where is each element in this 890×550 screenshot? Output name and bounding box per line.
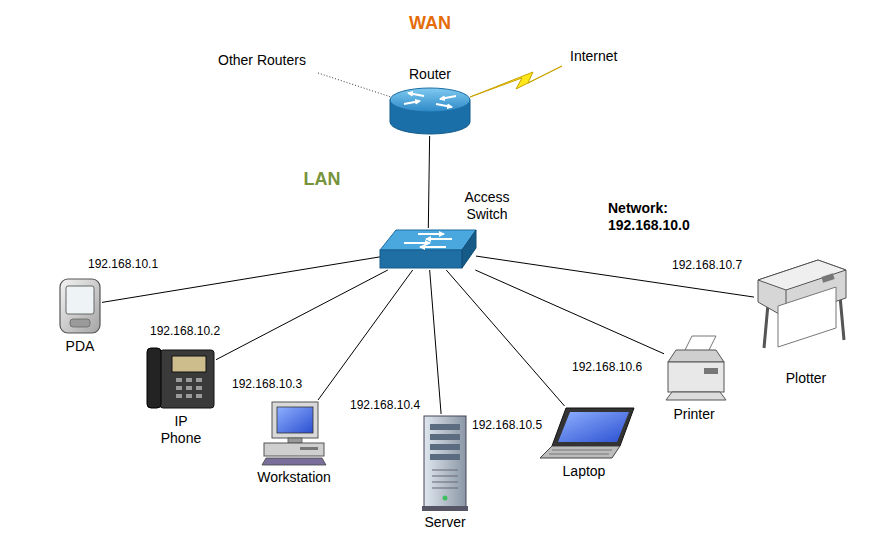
pda-device: PDA <box>58 278 102 334</box>
ip-phone-icon <box>147 348 214 408</box>
workstation-label: Workstation <box>257 469 331 486</box>
plotter: Plotter <box>754 256 848 352</box>
router: Router <box>388 86 472 136</box>
other-routers-label: Other Routers <box>218 52 306 69</box>
network-link <box>318 270 413 400</box>
laptop: Laptop <box>540 406 636 460</box>
network-label: Network: 192.168.10.0 <box>608 200 718 234</box>
network-link <box>216 270 388 360</box>
server: Server <box>420 414 470 512</box>
workstation: Workstation <box>262 400 326 466</box>
plotter-icon <box>758 260 846 348</box>
laptop-label: Laptop <box>563 463 606 480</box>
server-label: Server <box>424 514 465 531</box>
access-switch-label: Access Switch <box>457 189 517 223</box>
ip-address: 192.168.10.3 <box>232 377 302 391</box>
lan-region: LANAccess SwitchPDAIP PhoneWorkstationSe… <box>5 117 885 547</box>
ip-address: 192.168.10.5 <box>472 418 542 432</box>
pda-device-label: PDA <box>66 338 95 355</box>
network-link <box>446 270 564 406</box>
switch-icon <box>380 230 476 268</box>
wan-region-label: WAN <box>409 12 451 34</box>
ip-address: 192.168.10.4 <box>350 398 420 412</box>
router-icon <box>390 88 470 134</box>
ip-address: 192.168.10.7 <box>672 258 742 272</box>
printer-label: Printer <box>673 406 714 423</box>
workstation-icon <box>262 402 326 465</box>
network-link <box>428 136 429 228</box>
lan-region-label: LAN <box>304 168 341 190</box>
region-ellipse <box>171 3 719 117</box>
network-link <box>430 270 441 414</box>
plotter-label: Plotter <box>786 370 826 387</box>
network-link <box>475 270 664 354</box>
region-ellipse <box>6 118 884 546</box>
printer-icon <box>666 336 726 400</box>
laptop-icon <box>540 408 634 458</box>
ip-address: 192.168.10.2 <box>150 324 220 338</box>
ip-phone-label: IP Phone <box>156 413 206 447</box>
other-routers-link <box>318 73 394 98</box>
printer: Printer <box>664 334 728 402</box>
access-switch: Access Switch <box>380 228 476 270</box>
ip-phone: IP Phone <box>146 346 216 410</box>
internet-lightning <box>470 66 562 97</box>
ip-address: 192.168.10.1 <box>88 257 158 271</box>
pda-icon <box>60 279 100 333</box>
server-icon <box>422 416 468 511</box>
network-link <box>476 256 754 297</box>
ip-address: 192.168.10.6 <box>572 360 642 374</box>
internet-label: Internet <box>570 48 617 65</box>
lan-region-outline <box>5 117 885 547</box>
router-label: Router <box>409 66 451 83</box>
